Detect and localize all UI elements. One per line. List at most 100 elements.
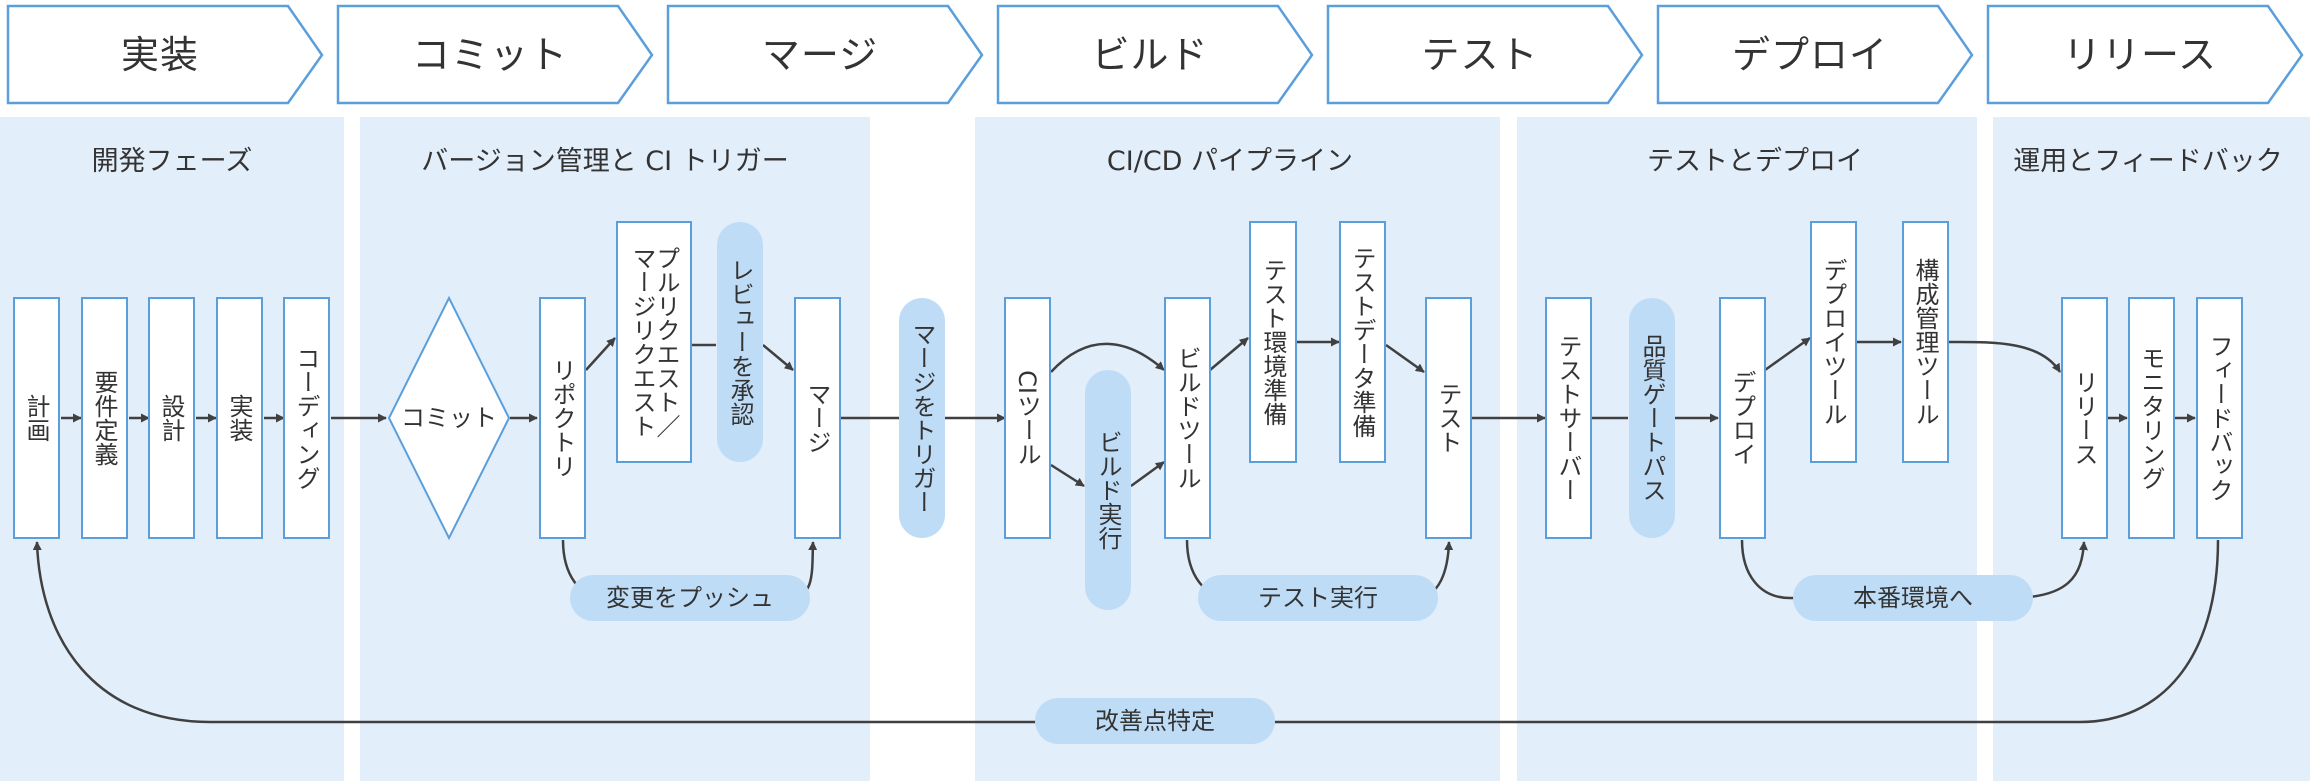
node-box	[794, 297, 841, 539]
node-design[interactable]: 設計	[148, 297, 195, 539]
stage-chevron[interactable]	[996, 4, 1314, 105]
pill-identify-improvements[interactable]: 改善点特定	[1035, 698, 1275, 744]
node-label: リポクトリ	[548, 358, 576, 478]
arrow	[1385, 343, 1425, 374]
node-box	[1339, 221, 1386, 463]
node-plan[interactable]: 計画	[13, 297, 60, 539]
node-test-server[interactable]: テストサーバー	[1545, 297, 1592, 539]
stage-header: 実装 コミット マージ ビルド テスト デプロイ リリース	[6, 4, 2304, 105]
section-title: バージョン管理と CI トリガー	[421, 146, 788, 177]
section-bg-ci-cd	[975, 117, 1500, 781]
node-box	[2196, 297, 2243, 539]
node-box	[2061, 297, 2108, 539]
node-box	[539, 297, 586, 539]
arrow	[1050, 342, 1165, 373]
node-label: 設計	[157, 394, 185, 442]
stage-label: 実装	[121, 33, 199, 77]
pill-label: レビューを承認	[726, 258, 754, 426]
section-title: CI/CD パイプライン	[1107, 146, 1353, 177]
node-label: テストサーバー	[1554, 334, 1582, 502]
stage-label: マージ	[762, 33, 878, 77]
stage-chevron[interactable]	[6, 4, 324, 105]
node-box	[1545, 297, 1592, 539]
stage-chevron[interactable]	[1326, 4, 1644, 105]
node-box	[148, 297, 195, 539]
node-build-tool[interactable]: ビルドツール	[1164, 297, 1211, 539]
section-title: テストとデプロイ	[1647, 146, 1863, 177]
node-feedback[interactable]: フィードバック	[2196, 297, 2243, 539]
node-ci-tool[interactable]: CIツール	[1004, 297, 1051, 539]
node-implementation[interactable]: 実装	[216, 297, 263, 539]
node-box	[216, 297, 263, 539]
pill-quality-gate[interactable]: 品質ゲートパス	[1629, 298, 1675, 538]
node-test[interactable]: テスト	[1425, 297, 1472, 539]
pill-shape	[1198, 575, 1438, 621]
node-box	[616, 221, 692, 463]
pill-label: 本番環境へ	[1853, 584, 1973, 612]
pill-run-build[interactable]: ビルド実行	[1085, 370, 1131, 610]
node-label: コミット	[401, 404, 497, 432]
node-monitoring[interactable]: モニタリング	[2128, 297, 2175, 539]
stage-label: コミット	[412, 33, 568, 77]
node-deploy-tool[interactable]: デプロイツール	[1810, 221, 1857, 463]
section-titles: 開発フェーズ バージョン管理と CI トリガー CI/CD パイプライン テスト…	[92, 146, 2283, 177]
node-box	[1719, 297, 1766, 539]
node-pull-request[interactable]: プルリクエスト／ マージリクエスト	[616, 221, 692, 463]
arrow	[1947, 340, 2062, 373]
node-box	[1249, 221, 1297, 463]
stage-chevron[interactable]	[1986, 4, 2304, 105]
pill-label: 変更をプッシュ	[606, 584, 774, 612]
node-box	[2128, 297, 2175, 539]
process-nodes: 計画 要件定義 設計 実装 コーディング コミット リポクトリ プルリクエスト	[13, 221, 2243, 541]
node-box	[1004, 297, 1051, 539]
node-requirements[interactable]: 要件定義	[81, 297, 128, 539]
node-coding[interactable]: コーディング	[283, 297, 330, 539]
pill-trigger-merge[interactable]: マージをトリガー	[899, 298, 945, 538]
node-label: 構成管理ツール	[1911, 258, 1939, 426]
pill-approve-review[interactable]: レビューを承認	[717, 222, 763, 462]
pill-label: ビルド実行	[1094, 430, 1122, 550]
node-label: デプロイ	[1728, 370, 1756, 466]
node-label: ビルドツール	[1173, 346, 1201, 490]
node-label: リリース	[2070, 370, 2098, 466]
node-label: コーディング	[292, 346, 320, 490]
pill-run-tests[interactable]: テスト実行	[1198, 575, 1438, 621]
arrow	[1130, 460, 1165, 488]
node-merge[interactable]: マージ	[794, 297, 841, 539]
pill-to-production[interactable]: 本番環境へ	[1793, 575, 2033, 621]
node-label-line-1: プルリクエスト／	[652, 246, 680, 438]
pill-label: 改善点特定	[1095, 707, 1215, 735]
node-deploy[interactable]: デプロイ	[1719, 297, 1766, 539]
node-test-env-prep[interactable]: テスト環境準備	[1249, 221, 1297, 463]
node-test-data-prep[interactable]: テストデータ準備	[1339, 221, 1386, 463]
node-label: モニタリング	[2137, 346, 2165, 490]
node-box	[1425, 297, 1472, 539]
node-box	[81, 297, 128, 539]
pill-push-changes[interactable]: 変更をプッシュ	[570, 575, 810, 621]
arrow	[32, 539, 2220, 724]
node-commit[interactable]: コミット	[387, 295, 511, 541]
node-label: 実装	[225, 394, 253, 442]
node-label: テスト	[1434, 382, 1462, 454]
node-release[interactable]: リリース	[2061, 297, 2108, 539]
stage-chevron[interactable]	[666, 4, 984, 105]
node-label: 計画	[22, 394, 50, 442]
node-box	[1164, 297, 1211, 539]
node-config-tool[interactable]: 構成管理ツール	[1902, 221, 1949, 463]
stage-chevron[interactable]	[336, 4, 654, 105]
node-box	[1902, 221, 1949, 463]
stage-chevron[interactable]	[1656, 4, 1974, 105]
pill-shape	[1085, 370, 1131, 610]
node-label-line-2: マージリクエスト	[628, 246, 656, 438]
pill-labels: レビューを承認 変更をプッシュ マージをトリガー ビルド実行 テスト実行 品質ゲ…	[570, 222, 2033, 744]
node-label: CIツール	[1013, 370, 1041, 466]
node-box	[1810, 221, 1857, 463]
stage-label: デプロイ	[1732, 33, 1888, 77]
section-backgrounds	[0, 117, 2310, 781]
pill-shape	[717, 222, 763, 462]
node-box	[13, 297, 60, 539]
node-label: テストデータ準備	[1348, 246, 1376, 438]
decision-diamond	[387, 295, 511, 541]
node-label: マージ	[803, 382, 831, 454]
node-repository[interactable]: リポクトリ	[539, 297, 586, 539]
